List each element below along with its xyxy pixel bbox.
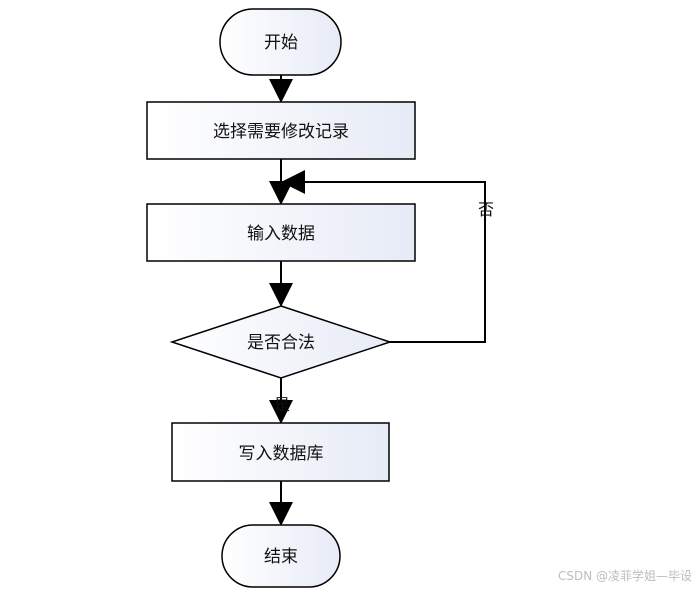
no-edge-label: 否 <box>478 200 494 219</box>
is-valid-label: 是否合法 <box>247 333 315 353</box>
select-record-node <box>146 101 416 160</box>
write-db-label: 写入数据库 <box>239 444 324 464</box>
select-record-label: 选择需要修改记录 <box>213 122 349 142</box>
end-node <box>221 524 341 588</box>
yes-edge-label: 是 <box>274 395 290 414</box>
input-data-label: 输入数据 <box>247 224 315 244</box>
arrow-no-loop <box>281 170 486 343</box>
start-node-label: 开始 <box>264 33 298 53</box>
end-node-label: 结束 <box>264 547 298 567</box>
watermark: CSDN @凌菲学姐—毕设 <box>558 568 692 583</box>
write-db-node <box>171 422 390 482</box>
